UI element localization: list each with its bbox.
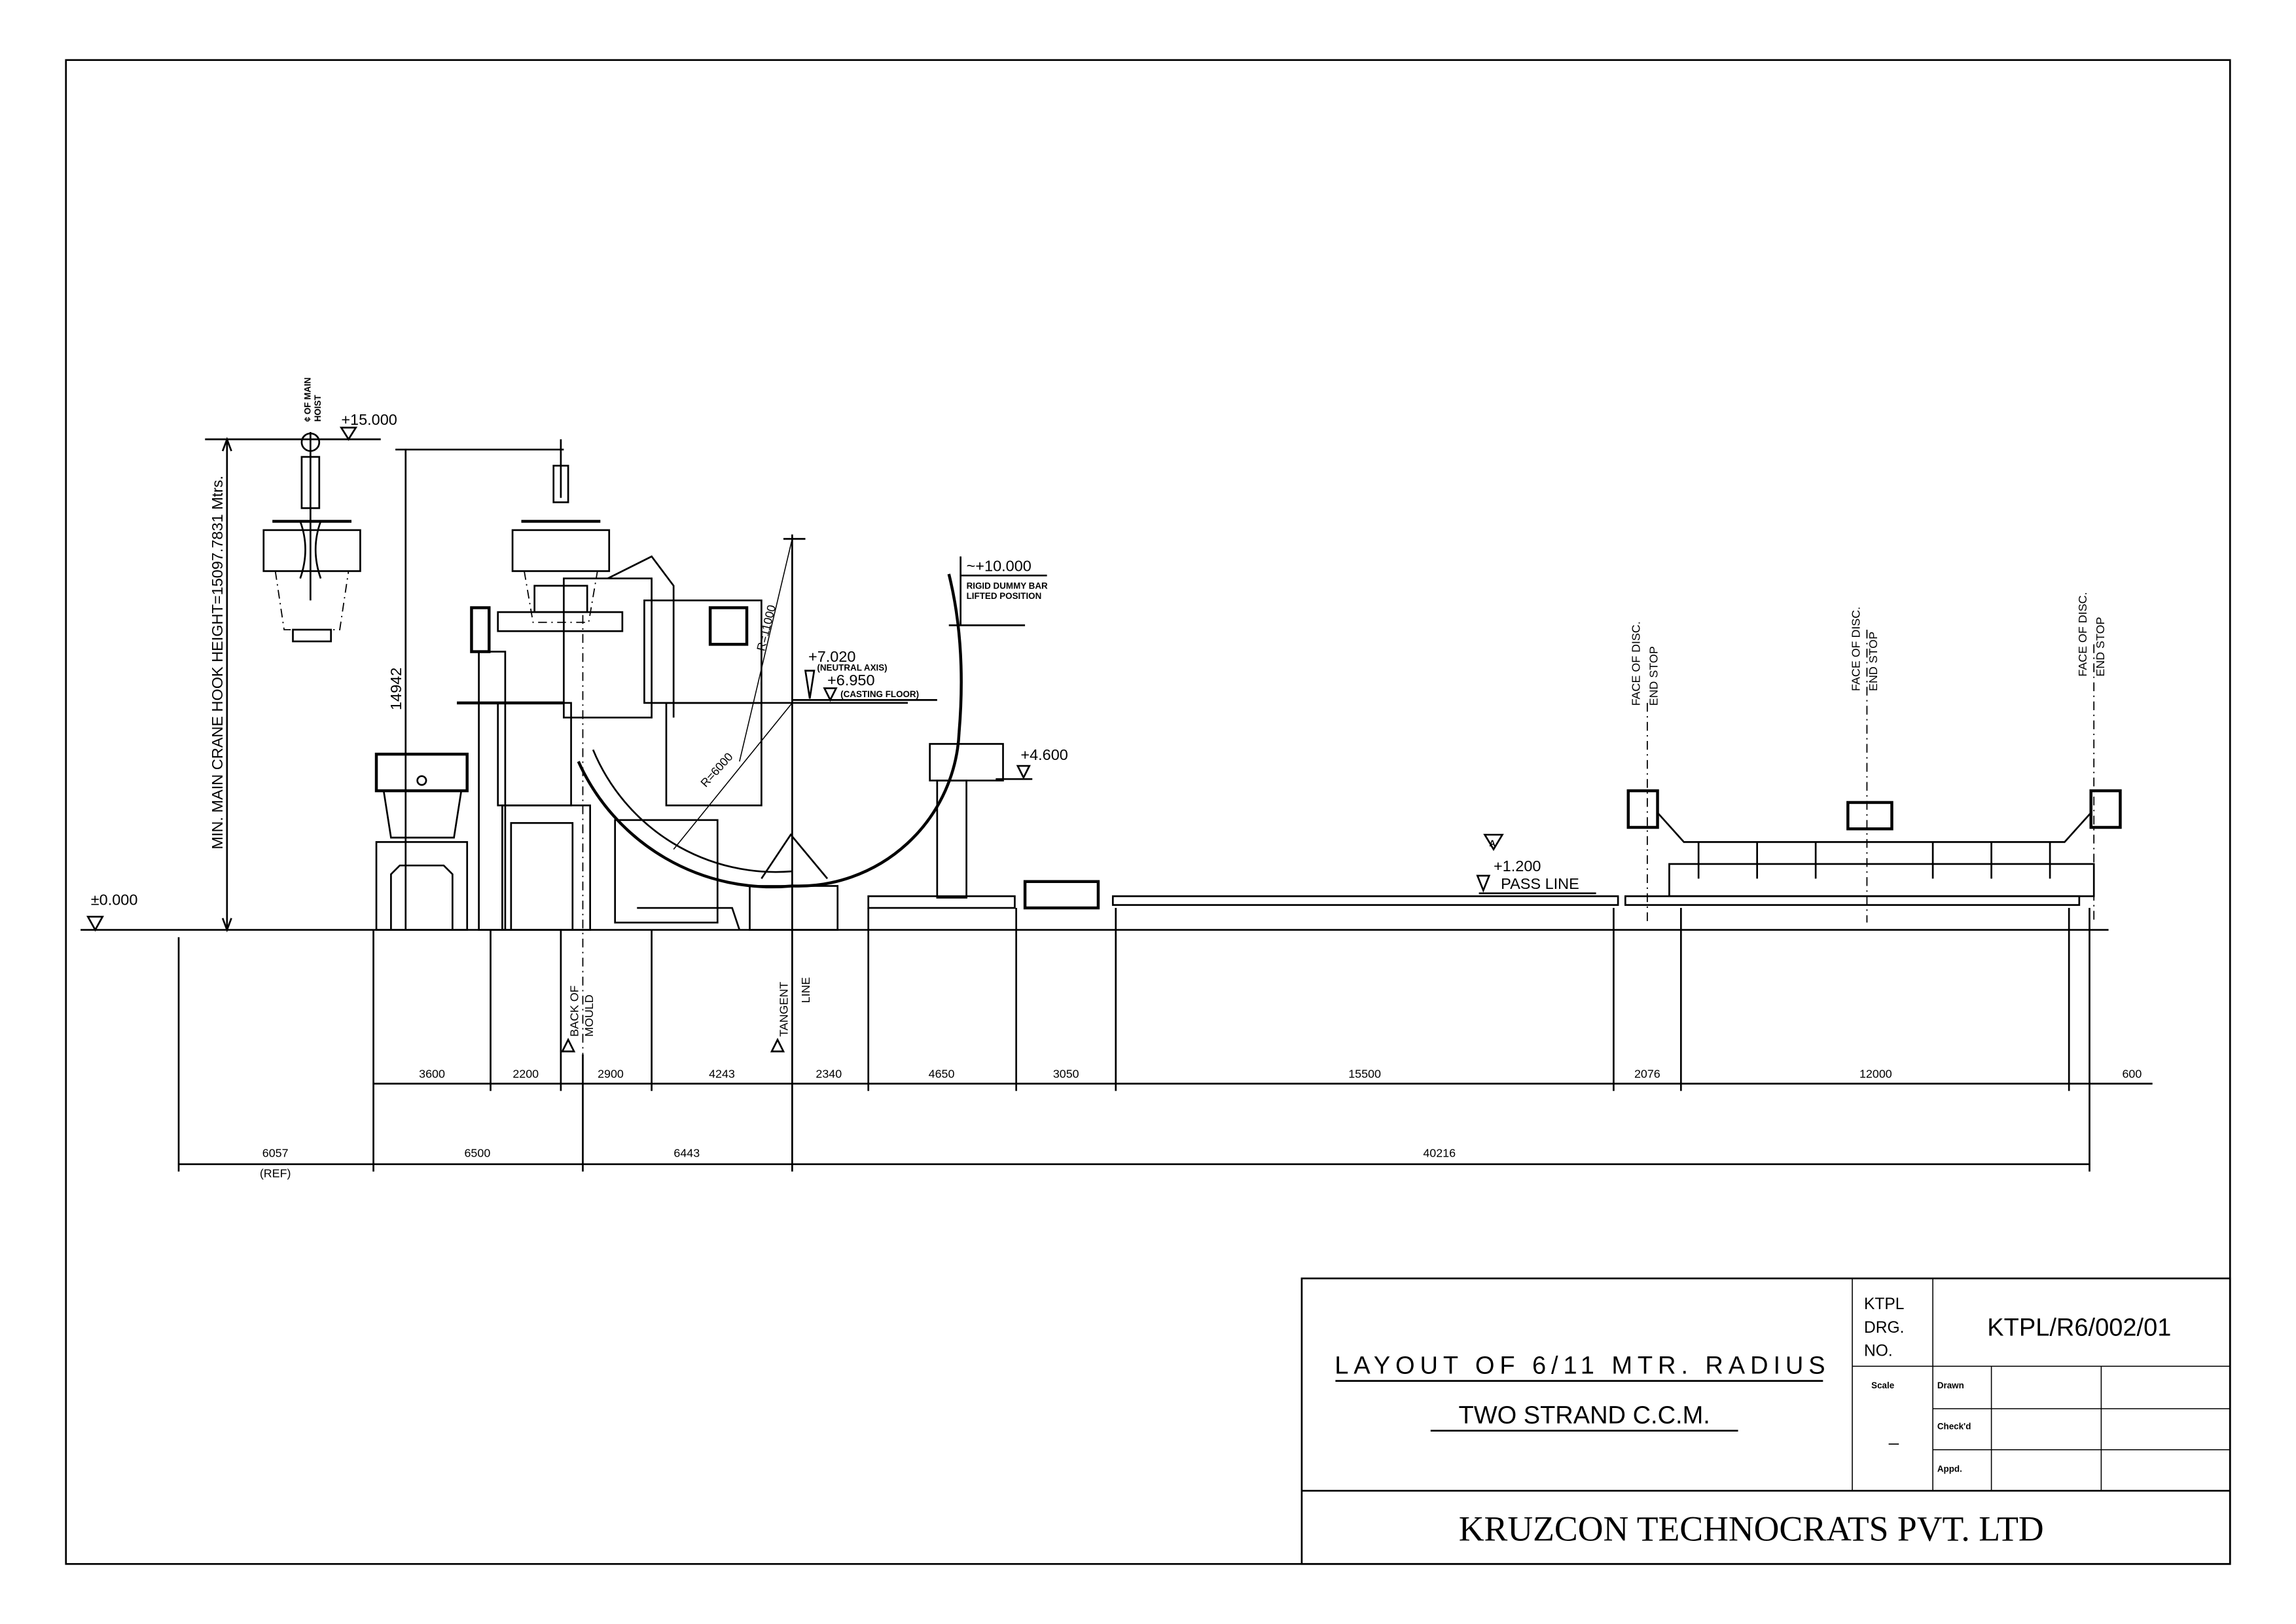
svg-text:END STOP: END STOP: [1647, 646, 1660, 706]
svg-text:Check'd: Check'd: [1937, 1421, 1971, 1431]
svg-text:6443: 6443: [673, 1146, 700, 1159]
svg-text:TANGENT: TANGENT: [778, 982, 791, 1037]
svg-text:NO.: NO.: [1864, 1343, 1893, 1360]
svg-text:BACK OF: BACK OF: [568, 985, 581, 1037]
drawing-title-line-2: TWO STRAND C.C.M.: [1458, 1402, 1710, 1430]
ground-level-marker: ±0.000: [86, 892, 138, 932]
svg-text:~+10.000: ~+10.000: [967, 557, 1031, 574]
height-14942-dimension: 14942: [387, 448, 564, 930]
svg-text:(NEUTRAL AXIS): (NEUTRAL AXIS): [817, 663, 887, 673]
svg-text:4243: 4243: [709, 1068, 735, 1081]
radius-outer-text: R=11000: [754, 604, 778, 652]
svg-text:3050: 3050: [1053, 1068, 1079, 1081]
svg-text:LINE: LINE: [799, 977, 812, 1003]
svg-text:600: 600: [2122, 1068, 2142, 1081]
drawing-border: [65, 59, 2231, 1565]
svg-text:2340: 2340: [816, 1068, 842, 1081]
svg-text:3600: 3600: [419, 1068, 445, 1081]
svg-text:END STOP: END STOP: [2094, 617, 2107, 677]
crane-level-text: +15.000: [341, 411, 397, 428]
crane-hook-height-dimension: MIN. MAIN CRANE HOOK HEIGHT=15097.7831 M…: [205, 378, 397, 933]
svg-text:_: _: [1888, 1425, 1899, 1445]
dummy-bar-platform: +4.600: [929, 743, 1068, 899]
svg-text:15500: 15500: [1348, 1068, 1381, 1081]
svg-text:Appd.: Appd.: [1937, 1464, 1962, 1473]
company-name: KRUZCON TECHNOCRATS PVT. LTD: [1459, 1509, 2044, 1548]
svg-text:FACE OF DISC.: FACE OF DISC.: [2076, 592, 2089, 676]
tundish-car: [374, 752, 469, 931]
drawing-number: KTPL/R6/002/01: [1987, 1314, 2171, 1341]
svg-text:Drawn: Drawn: [1937, 1380, 1964, 1390]
casting-structure: [563, 555, 908, 1055]
svg-text:FACE OF DISC.: FACE OF DISC.: [1630, 621, 1643, 706]
reference-line-labels: BACK OF MOULD TANGENT LINE: [560, 977, 812, 1053]
pass-line-level: A +1.200 PASS LINE: [1476, 833, 1596, 895]
dummy-bar-level: ~+10.000 RIGID DUMMY BAR LIFTED POSITION: [948, 556, 1048, 626]
svg-text:+7.020: +7.020: [808, 648, 855, 665]
svg-text:12000: 12000: [1859, 1068, 1892, 1081]
end-stop-labels: FACE OF DISC. END STOP FACE OF DISC. END…: [1630, 592, 2107, 706]
svg-text:+4.600: +4.600: [1020, 746, 1067, 763]
svg-text:RIGID DUMMY BAR: RIGID DUMMY BAR: [967, 581, 1048, 590]
svg-text:+6.950: +6.950: [827, 672, 874, 689]
dimension-row-1: 3600 2200 2900 4243 2340 4650 3050 15500…: [372, 908, 2153, 1172]
ladle-on-crane: [262, 431, 361, 643]
title-block: LAYOUT OF 6/11 MTR. RADIUS TWO STRAND C.…: [1300, 1277, 2231, 1565]
svg-text:MOULD: MOULD: [583, 994, 596, 1037]
svg-text:LIFTED POSITION: LIFTED POSITION: [967, 591, 1042, 601]
ground-level-text: ±0.000: [91, 892, 138, 909]
radius-inner-text: R=6000: [698, 750, 735, 789]
drawing-title-line-1: LAYOUT OF 6/11 MTR. RADIUS: [1335, 1352, 1825, 1379]
svg-text:A: A: [1489, 839, 1496, 848]
dimension-row-2: 6057 (REF) 6500 6443 40216: [177, 937, 2090, 1180]
casting-floor-levels: +7.020 (NEUTRAL AXIS) +6.950 (CASTING FL…: [792, 648, 937, 702]
svg-text:+1.200: +1.200: [1494, 857, 1541, 875]
svg-text:HOIST: HOIST: [313, 395, 323, 422]
svg-text:6500: 6500: [465, 1146, 491, 1159]
svg-text:4650: 4650: [929, 1068, 955, 1081]
svg-text:(CASTING FLOOR): (CASTING FLOOR): [840, 689, 919, 699]
svg-text:6057: 6057: [262, 1146, 289, 1159]
svg-text:KTPL: KTPL: [1864, 1295, 1905, 1313]
svg-text:40216: 40216: [1423, 1146, 1456, 1159]
strand-guide-arc: R=11000 R=6000: [577, 534, 963, 1172]
ladle-turret: [457, 439, 624, 931]
cooling-bed: [1626, 629, 2122, 923]
svg-text:2900: 2900: [598, 1068, 624, 1081]
svg-text:PASS LINE: PASS LINE: [1501, 875, 1579, 892]
crane-hook-height-text: MIN. MAIN CRANE HOOK HEIGHT=15097.7831 M…: [209, 476, 226, 850]
svg-text:Scale: Scale: [1871, 1380, 1894, 1390]
svg-text:¢ OF MAIN: ¢ OF MAIN: [302, 378, 312, 422]
svg-text:DRG.: DRG.: [1864, 1319, 1904, 1337]
svg-text:END STOP: END STOP: [1867, 632, 1880, 691]
svg-text:FACE OF DISC.: FACE OF DISC.: [1849, 607, 1862, 691]
svg-text:(REF): (REF): [260, 1167, 291, 1180]
svg-text:2076: 2076: [1634, 1068, 1660, 1081]
svg-text:14942: 14942: [387, 668, 404, 710]
svg-text:2200: 2200: [512, 1068, 539, 1081]
